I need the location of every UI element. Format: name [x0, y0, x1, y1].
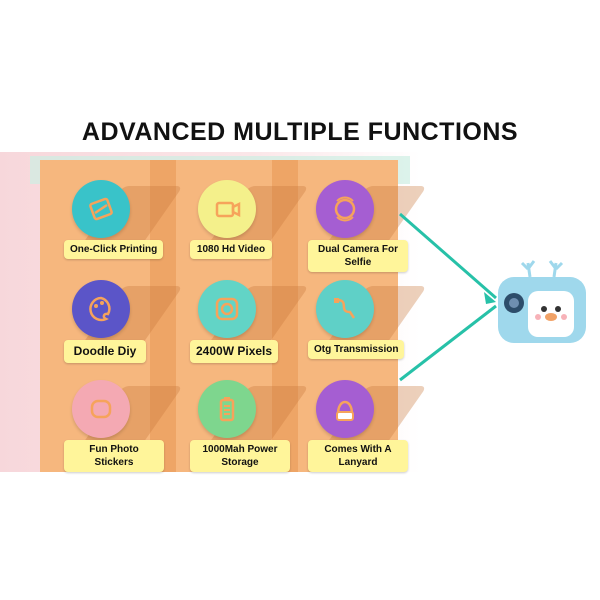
feature-label: Otg Transmission: [308, 340, 405, 359]
feature-lanyard: Comes With A Lanyard: [298, 372, 428, 472]
palette-icon: [72, 280, 130, 338]
feature-label: Dual Camera For Selfie: [308, 240, 408, 272]
usb-cable-icon: [316, 280, 374, 338]
feature-label: 1000Mah Power Storage: [190, 440, 290, 472]
feature-label: Fun Photo Stickers: [64, 440, 164, 472]
feature-label: 1080 Hd Video: [190, 240, 272, 259]
video-camera-icon: [198, 180, 256, 238]
feature-label: One-Click Printing: [64, 240, 164, 259]
feature-dual-camera: Dual Camera For Selfie: [298, 172, 428, 272]
camera-lens-icon: [198, 280, 256, 338]
feature-fun-photo-stickers: Fun Photo Stickers: [54, 372, 184, 472]
photo-frame-icon: [72, 380, 130, 438]
features-panel: One-Click Printing 1080 Hd Video Dual Ca…: [40, 160, 428, 472]
feature-label: 2400W Pixels: [190, 340, 279, 363]
feature-1080-hd-video: 1080 Hd Video: [180, 172, 310, 272]
battery-icon: [198, 380, 256, 438]
feature-otg-transmission: Otg Transmission: [298, 272, 428, 372]
printing-icon: [72, 180, 130, 238]
lanyard-icon: [316, 380, 374, 438]
dual-camera-icon: [316, 180, 374, 238]
panel-stripe: [272, 160, 298, 472]
feature-label: Doodle Diy: [64, 340, 146, 363]
feature-1000mah-power: 1000Mah Power Storage: [180, 372, 310, 472]
feature-one-click-printing: One-Click Printing: [54, 172, 184, 272]
panel-stripe: [150, 160, 176, 472]
feature-label: Comes With A Lanyard: [308, 440, 408, 472]
arrow-connectors: [399, 212, 497, 382]
feature-2400w-pixels: 2400W Pixels: [180, 272, 310, 372]
page-title: ADVANCED MULTIPLE FUNCTIONS: [81, 118, 519, 146]
lower-arrow-line: [399, 304, 497, 382]
arrow-head: [484, 292, 496, 304]
feature-doodle-diy: Doodle Diy: [54, 272, 184, 372]
upper-arrow-line: [399, 212, 497, 300]
kids-camera-image: [498, 260, 586, 343]
